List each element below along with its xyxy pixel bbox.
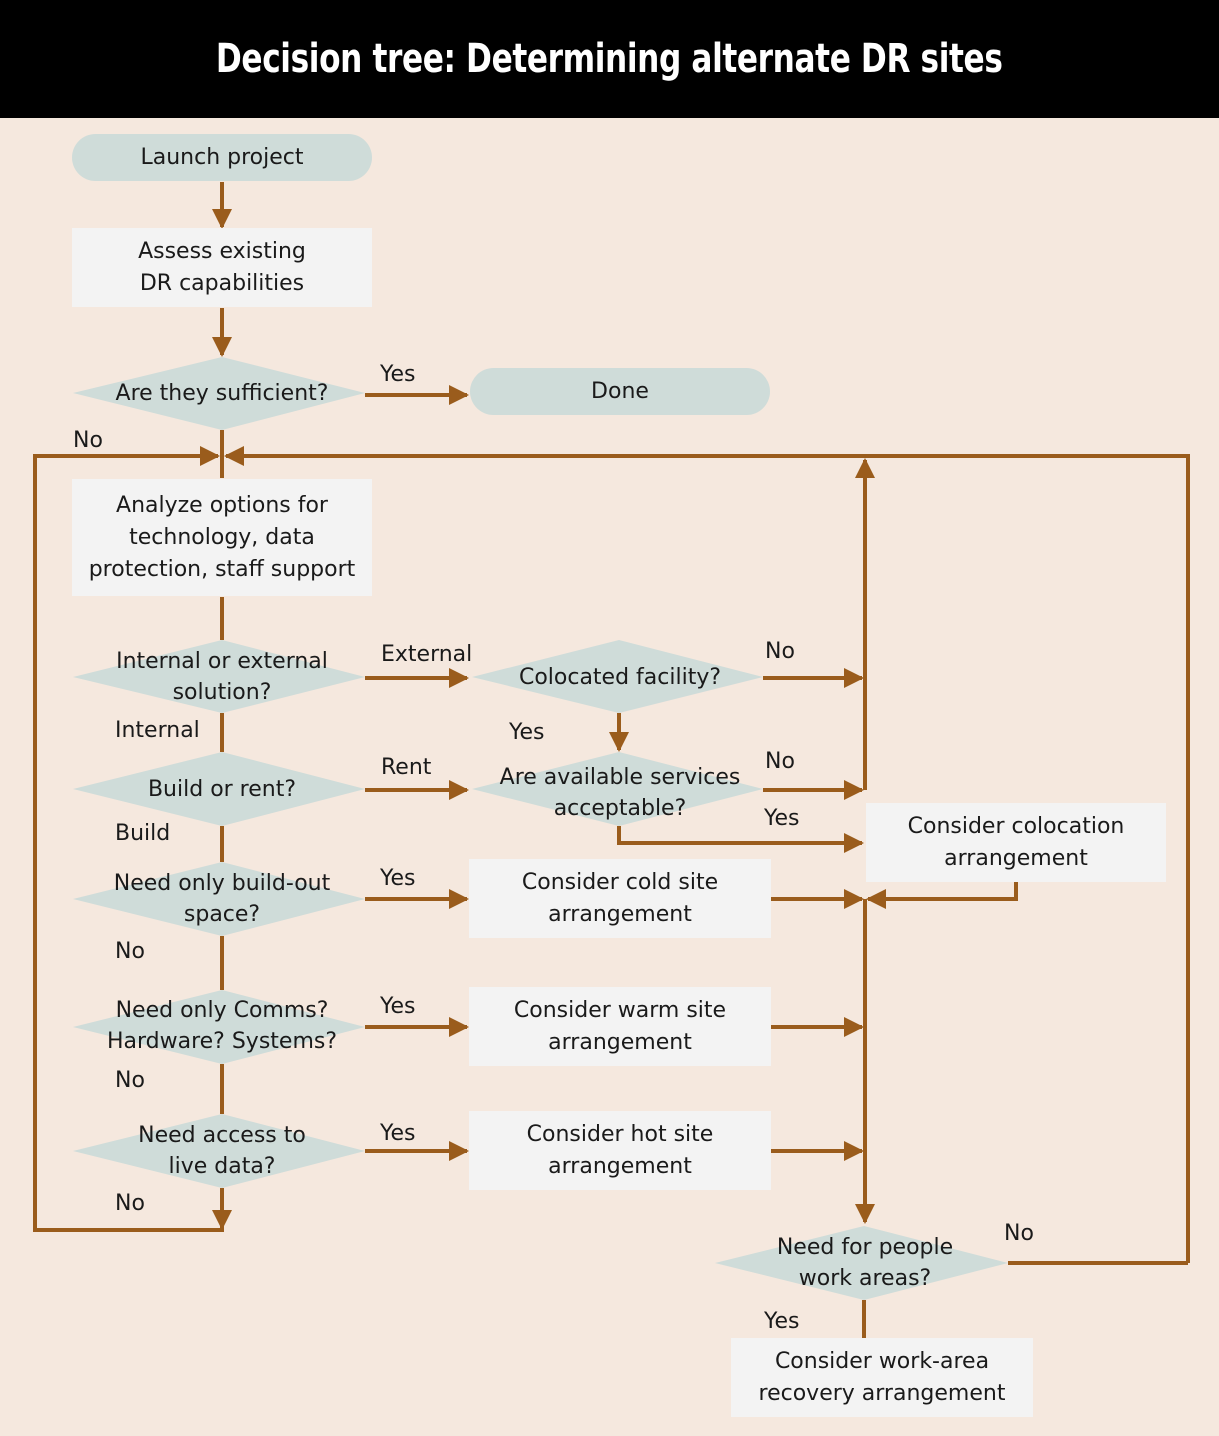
decision-buildout-shape (73, 862, 365, 936)
connector-colocation-out (866, 882, 1018, 909)
decision-services-shape (472, 752, 763, 826)
process-analyze: Analyze options for technology, data pro… (72, 479, 372, 596)
label-services-yes: Yes (764, 806, 800, 831)
label-rent: Rent (381, 755, 432, 780)
decision-colocated: Colocated facility? (518, 664, 722, 690)
decision-internal-external-shape (73, 640, 365, 713)
decision-comms: Need only Comms? Hardware? Systems? (106, 998, 338, 1054)
decision-build-rent: Build or rent? (147, 776, 297, 802)
label-people-no: No (1004, 1221, 1034, 1246)
label-sufficient-no: No (73, 428, 103, 453)
label-buildout-yes: Yes (380, 866, 416, 891)
diagram-title: Decision tree: Determining alternate DR … (216, 36, 1003, 82)
decision-live-data: Need access to live data? (138, 1123, 306, 1179)
process-work-area: Consider work-area recovery arrangement (731, 1338, 1033, 1417)
decision-colocated-shape (472, 640, 763, 713)
label-external: External (381, 642, 473, 667)
label-services-no: No (765, 749, 795, 774)
label-comms-no: No (115, 1068, 145, 1093)
process-assess: Assess existing DR capabilities (72, 228, 372, 307)
decision-comms-shape (73, 990, 365, 1064)
label-colocated-yes: Yes (509, 720, 545, 745)
decision-internal-external: Internal or external solution? (116, 649, 328, 705)
label-live-yes: Yes (380, 1121, 416, 1146)
decision-buildout: Need only build-out space? (113, 871, 331, 927)
label-build: Build (115, 821, 171, 846)
process-warm-site: Consider warm site arrangement (469, 987, 771, 1066)
connector-services-yes (617, 826, 864, 853)
decision-people: Need for people work areas? (776, 1235, 954, 1291)
decision-live-shape (73, 1114, 365, 1188)
label-people-yes: Yes (764, 1309, 800, 1334)
process-hot-site: Consider hot site arrangement (469, 1111, 771, 1190)
label-live-no: No (115, 1191, 145, 1216)
label-colocated-no: No (765, 639, 795, 664)
label-internal: Internal (115, 718, 200, 743)
process-colocation: Consider colocation arrangement (866, 803, 1166, 882)
decision-build-rent-shape (73, 752, 365, 826)
label-sufficient-yes: Yes (380, 362, 416, 387)
terminal-launch-project: Launch project (72, 134, 372, 181)
decision-sufficient: Are they sufficient? (115, 380, 329, 406)
process-cold-site: Consider cold site arrangement (469, 859, 771, 938)
header-bar: Decision tree: Determining alternate DR … (0, 0, 1219, 118)
label-buildout-no: No (115, 939, 145, 964)
label-comms-yes: Yes (380, 994, 416, 1019)
terminal-done: Done (470, 368, 770, 415)
decision-sufficient-shape (73, 357, 365, 430)
connector-return-top (224, 446, 1190, 1263)
decision-people-shape (715, 1226, 1008, 1300)
decision-services: Are available services acceptable? (499, 765, 741, 821)
